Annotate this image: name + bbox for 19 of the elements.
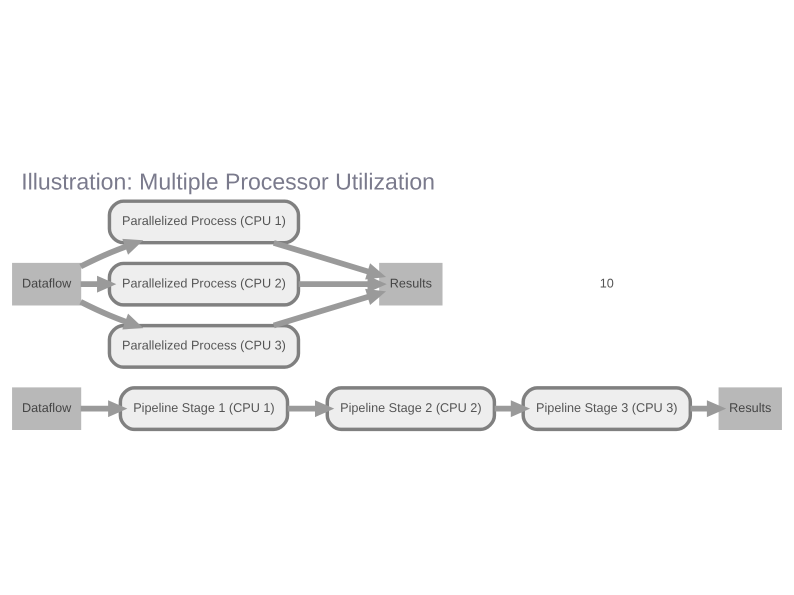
diagram-title: Illustration: Multiple Processor Utilization <box>21 168 436 194</box>
arrow <box>80 400 128 417</box>
node-box: Dataflow <box>12 262 82 305</box>
node-box: Pipeline Stage 2 (CPU 2) <box>326 386 496 431</box>
node-box: Parallelized Process (CPU 1) <box>108 198 300 244</box>
node-box: Results <box>379 262 443 305</box>
node-box: Pipeline Stage 1 (CPU 1) <box>118 386 290 431</box>
arrow <box>690 400 726 417</box>
label: 10 <box>600 276 614 290</box>
arrow <box>494 400 530 417</box>
arrow <box>288 400 334 417</box>
arrow <box>79 238 144 269</box>
node-box: Parallelized Process (CPU 3) <box>108 323 300 368</box>
node-box: Dataflow <box>12 386 82 430</box>
arrow <box>80 275 116 292</box>
node-box: Parallelized Process (CPU 2) <box>108 261 300 306</box>
node-box: Results <box>718 386 782 430</box>
node-box: Pipeline Stage 3 (CPU 3) <box>521 386 692 431</box>
arrow <box>79 298 144 329</box>
